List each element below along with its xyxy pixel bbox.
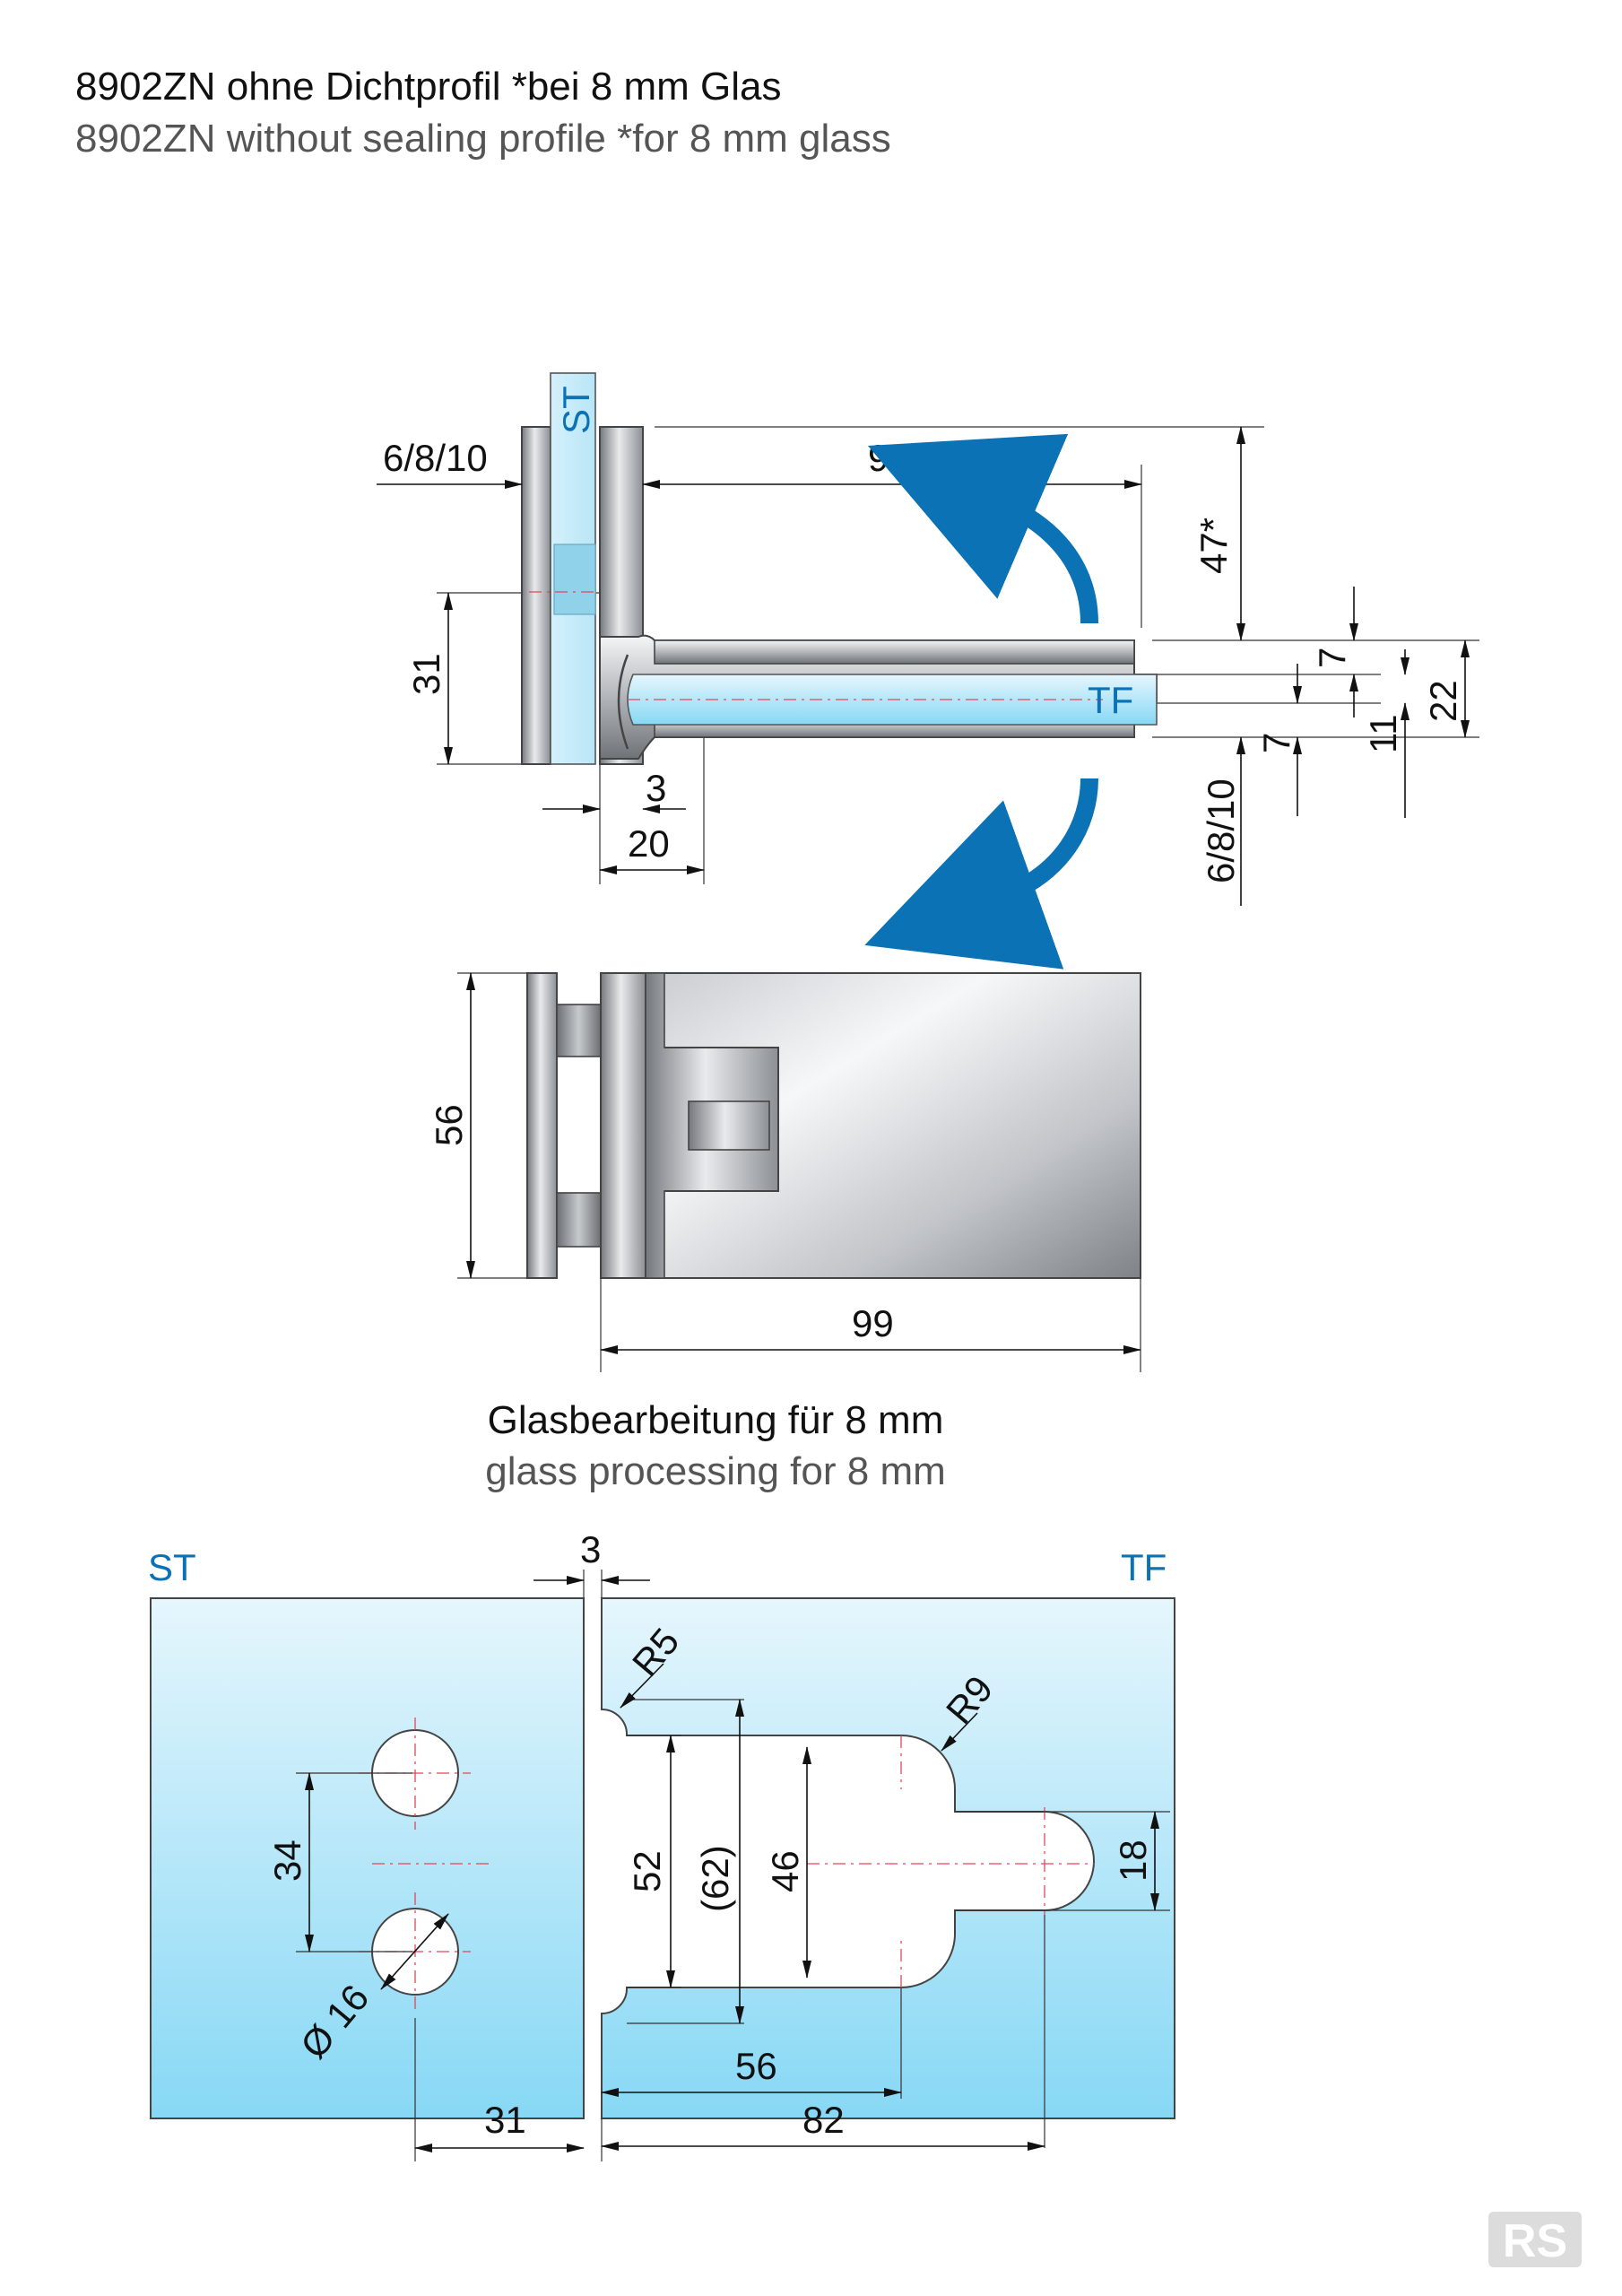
top-view-front-plate	[600, 972, 646, 1279]
glass-bolt-section	[553, 544, 596, 615]
dim-7-bottom: 7	[1255, 733, 1297, 753]
glass-processing-title-english: glass processing for 8 mm	[485, 1449, 946, 1493]
dim-3-side: 3	[646, 767, 666, 809]
upper-clamp-jaw	[654, 639, 1135, 665]
rotation-arrow-down-icon	[864, 778, 1098, 970]
dim-height-47: 47*	[1193, 517, 1235, 574]
glass-panel-tf-processing	[601, 1597, 1175, 2119]
title-english: 8902ZN without sealing profile *for 8 mm…	[75, 117, 891, 161]
top-view: 56 99	[428, 972, 1141, 1372]
dim-11: 11	[1362, 714, 1404, 753]
side-label-tf: TF	[1088, 679, 1133, 721]
dim-31-processing: 31	[484, 2099, 526, 2141]
dim-length-99-top: 99	[852, 1302, 894, 1344]
dim-52: 52	[626, 1850, 668, 1892]
glass-processing-drawing: ST TF 3	[148, 1528, 1175, 2161]
logo-text: RS	[1503, 2215, 1567, 2267]
dim-34: 34	[266, 1839, 308, 1882]
dim-glass-thickness: 6/8/10	[383, 437, 488, 479]
side-label-st: ST	[555, 386, 597, 434]
dim-length-99: 99	[868, 437, 910, 479]
dim-glass-thickness-tf: 6/8/10	[1200, 778, 1242, 883]
processing-label-st: ST	[148, 1546, 196, 1588]
glass-processing-title-german: Glasbearbeitung für 8 mm	[488, 1398, 944, 1442]
top-view-slot	[688, 1100, 770, 1151]
hinge-back-plate	[521, 426, 551, 765]
bolt-bottom	[556, 1192, 602, 1248]
dim-gap-3: 3	[580, 1528, 601, 1570]
dim-22: 22	[1422, 680, 1464, 722]
title-german: 8902ZN ohne Dichtprofil *bei 8 mm Glas	[75, 65, 782, 109]
dim-62: (62)	[694, 1845, 736, 1912]
top-view-back-plate	[526, 972, 558, 1279]
dim-18: 18	[1112, 1839, 1154, 1882]
dim-56-processing: 56	[735, 2045, 777, 2087]
dim-82: 82	[802, 2099, 845, 2141]
processing-label-tf: TF	[1121, 1546, 1167, 1588]
dim-20: 20	[628, 822, 670, 865]
dim-46: 46	[764, 1850, 806, 1892]
bolt-top	[556, 1004, 602, 1057]
glass-panel-st-processing	[150, 1597, 585, 2119]
rs-logo: RS	[1488, 2212, 1582, 2267]
dim-31: 31	[405, 653, 447, 695]
side-view: ST TF 6/8/10 99 47* 31 3 20 7 7 6/8/10	[377, 372, 1479, 970]
dim-7-top: 7	[1311, 648, 1353, 668]
dim-width-56: 56	[428, 1104, 470, 1146]
rotation-arrow-up-icon	[867, 433, 1098, 624]
